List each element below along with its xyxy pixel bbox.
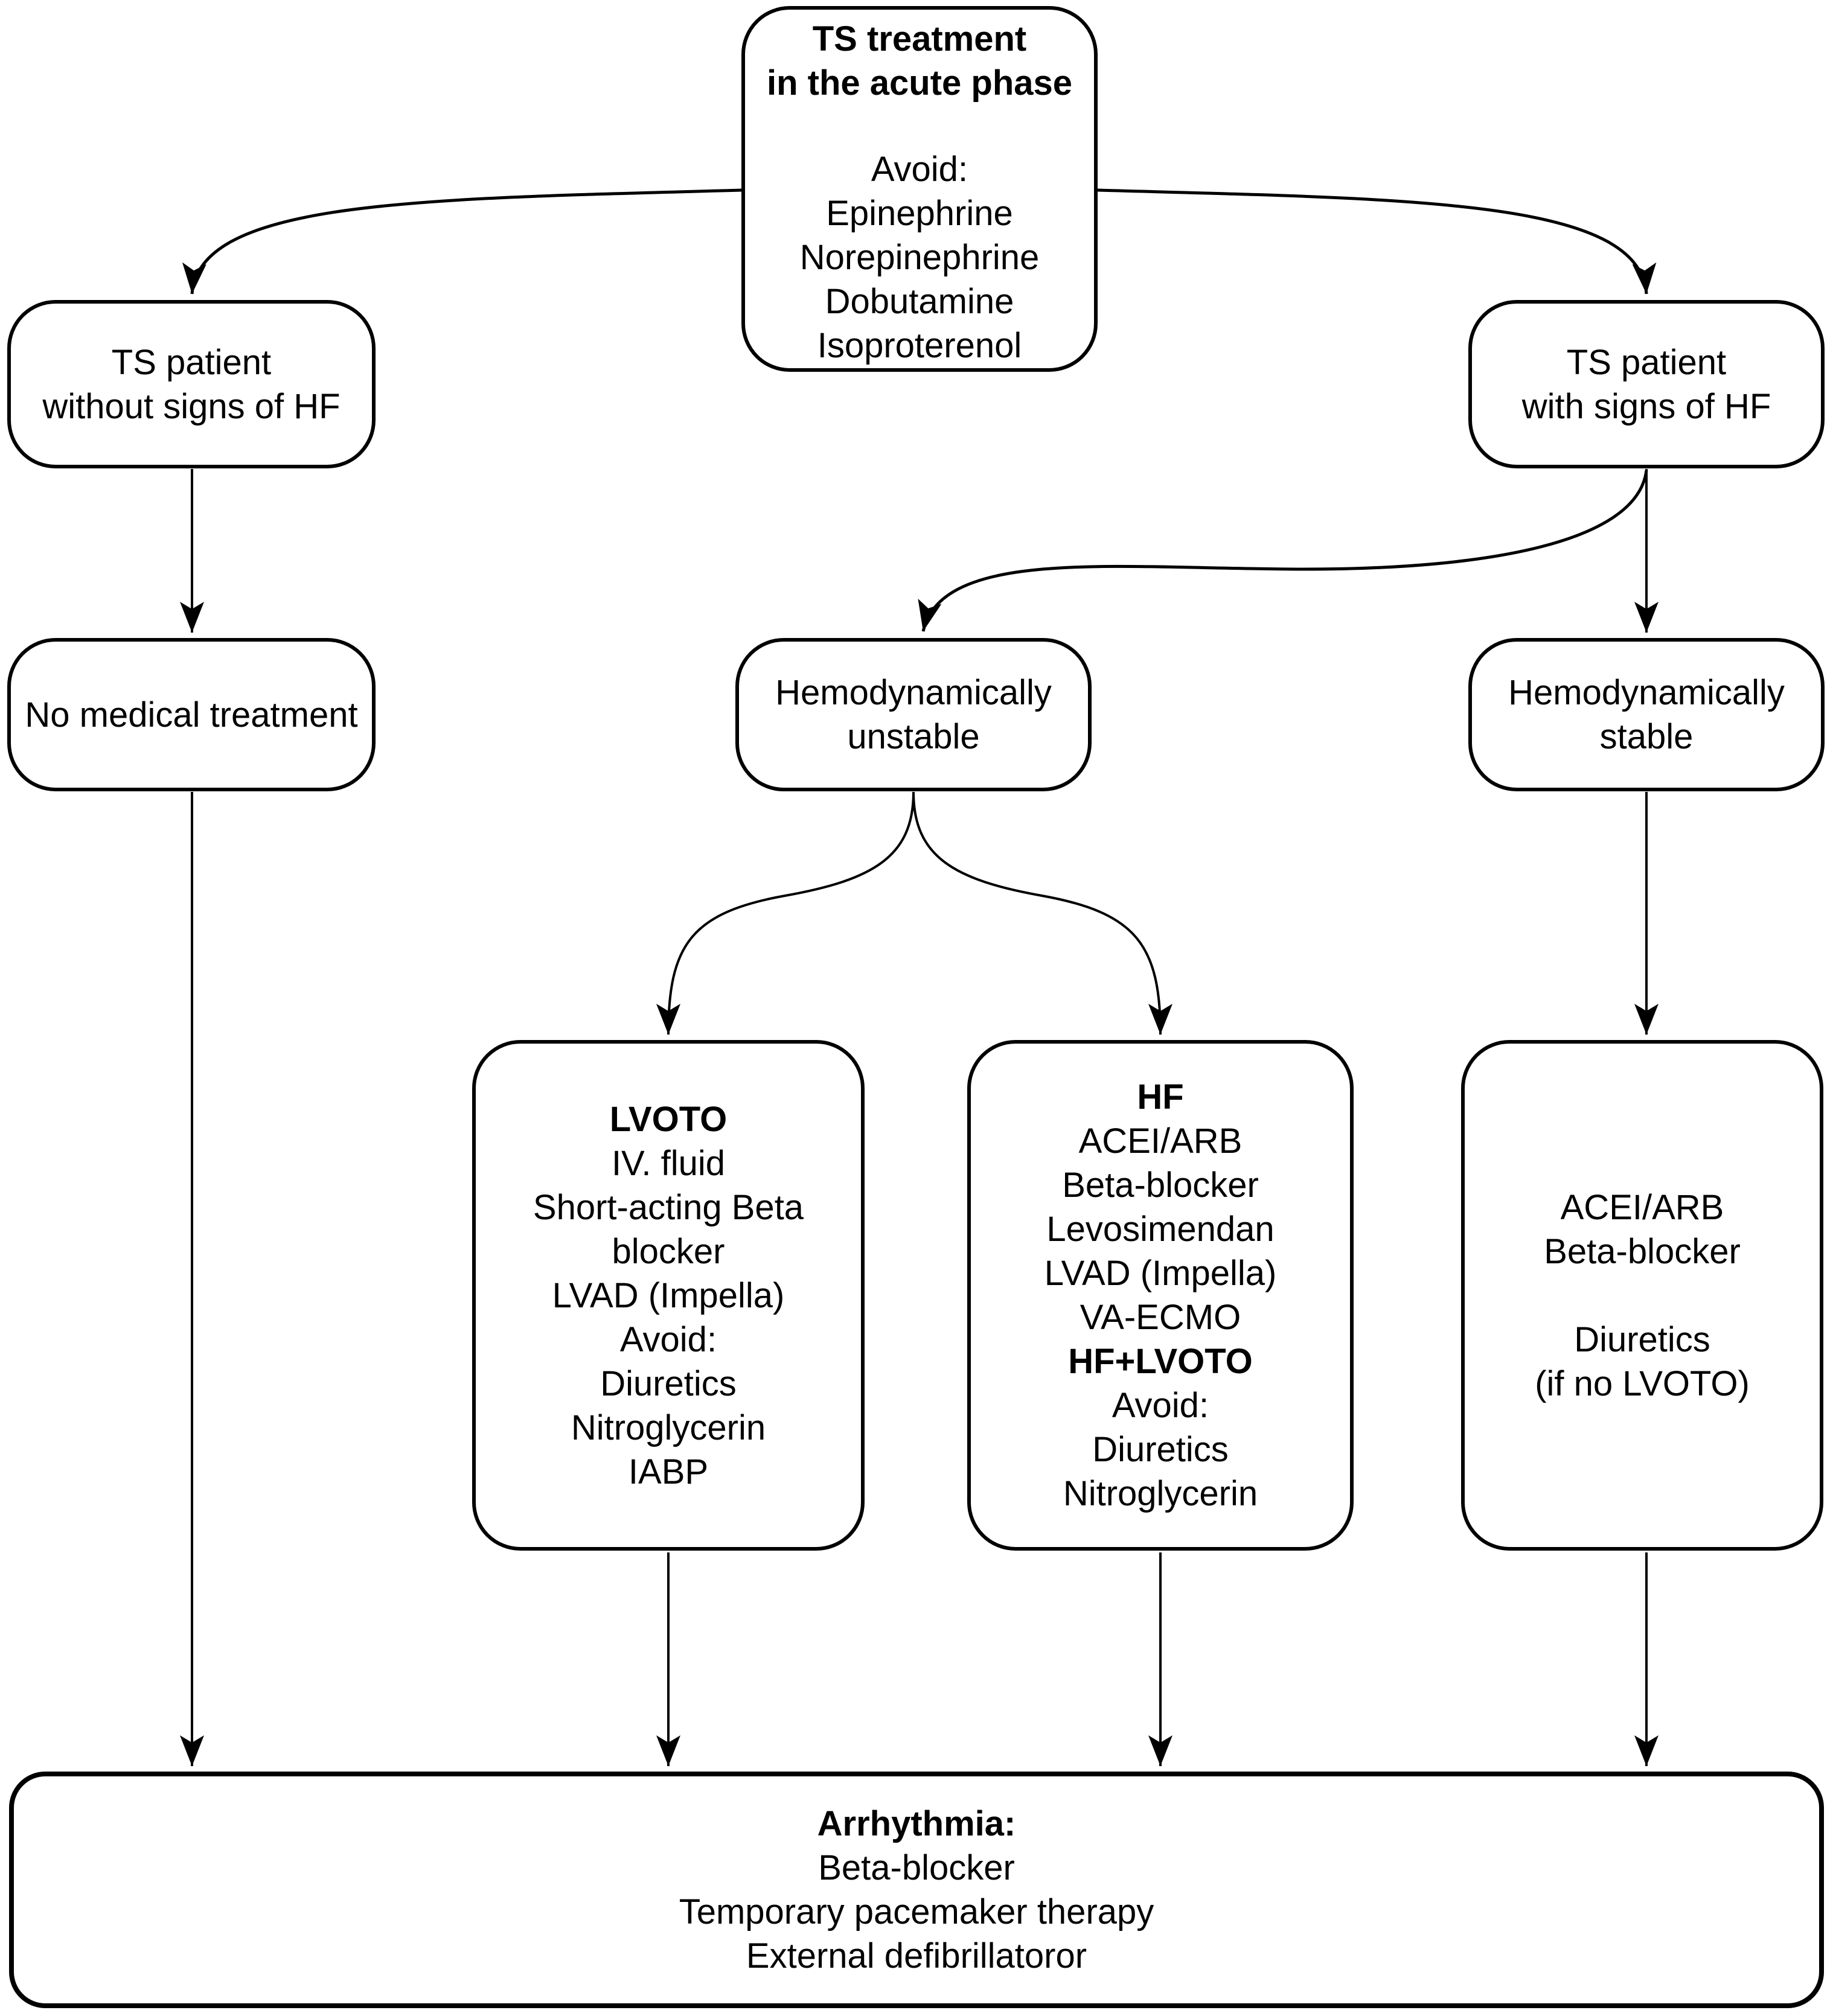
- node-arrhythmia: Arrhythmia: Beta-blocker Temporary pacem…: [9, 1772, 1824, 2008]
- node-ts-patient-without-hf: TS patient without signs of HF: [7, 300, 376, 468]
- node-title: Arrhythmia:: [817, 1804, 1016, 1843]
- node-lvoto-treatment: LVOTO IV. fluid Short-acting Beta blocke…: [472, 1040, 865, 1551]
- node-hemodynamically-stable: Hemodynamically stable: [1468, 638, 1825, 791]
- node-body: IV. fluid Short-acting Beta blocker LVAD…: [533, 1143, 804, 1491]
- node-title: HF: [1137, 1077, 1184, 1117]
- node-body: ACEI/ARB Beta-blocker Levosimendan LVAD …: [1044, 1121, 1277, 1337]
- node-hf-treatment: HF ACEI/ARB Beta-blocker Levosimendan LV…: [967, 1040, 1354, 1551]
- node-no-medical-treatment: No medical treatment: [7, 638, 376, 791]
- node-body: Beta-blocker Temporary pacemaker therapy…: [679, 1848, 1154, 1976]
- node-body: Hemodynamically stable: [1508, 673, 1785, 756]
- node-title: TS treatment in the acute phase: [766, 19, 1073, 103]
- node-body: Hemodynamically unstable: [775, 673, 1052, 756]
- arrow-unstable-to-hf: [912, 791, 1172, 1035]
- node-hemodynamically-unstable: Hemodynamically unstable: [735, 638, 1092, 791]
- node-body: ACEI/ARB Beta-blocker Diuretics (if no L…: [1535, 1187, 1750, 1403]
- node-body: Avoid: Diuretics Nitroglycerin: [1063, 1386, 1258, 1513]
- node-body: TS patient without signs of HF: [42, 342, 341, 426]
- node-ts-treatment: TS treatment in the acute phase Avoid: E…: [741, 6, 1098, 372]
- node-ts-patient-with-hf: TS patient with signs of HF: [1468, 300, 1825, 468]
- node-body: Avoid: Epinephrine Norepinephrine Dobuta…: [799, 150, 1040, 365]
- node-title: LVOTO: [609, 1099, 728, 1139]
- arrow-unstable-to-lvoto: [656, 791, 915, 1035]
- node-stable-treatment: ACEI/ARB Beta-blocker Diuretics (if no L…: [1461, 1040, 1823, 1551]
- arrow-treatment-to-with-hf: [1097, 188, 1657, 295]
- node-body: TS patient with signs of HF: [1521, 342, 1771, 426]
- node-body: No medical treatment: [25, 695, 358, 735]
- node-subtitle: HF+LVOTO: [1068, 1342, 1253, 1381]
- arrow-with-hf-to-unstable: [918, 470, 1648, 632]
- arrow-treatment-to-no-hf: [182, 188, 742, 295]
